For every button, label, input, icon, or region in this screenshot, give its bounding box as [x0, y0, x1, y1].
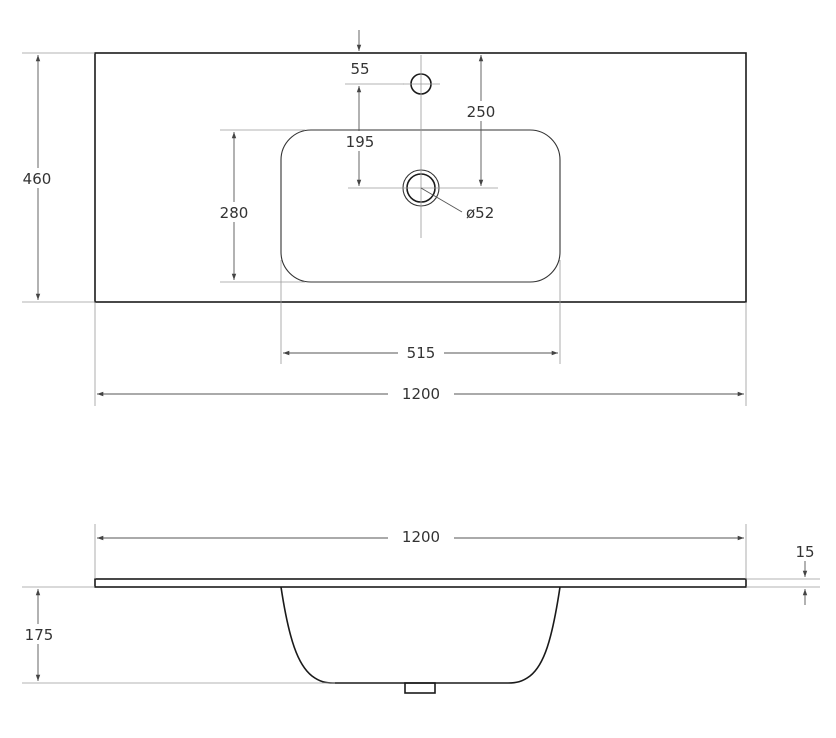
side-label-bg-height — [18, 624, 58, 644]
dim-label-bowl-depth: 280 — [220, 204, 249, 222]
dim-label-width: 1200 — [402, 385, 440, 403]
label-bg-bowl-depth — [214, 202, 254, 222]
top-view: 460 280 55 195 250 ø52 515 1200 — [18, 30, 747, 406]
side-bowl-profile — [280, 586, 561, 684]
side-countertop — [94, 578, 747, 588]
dim-label-drain-offset: 195 — [346, 133, 375, 151]
side-label-bg-width — [388, 527, 454, 547]
label-bg-depth — [18, 168, 58, 188]
bowl-outline — [280, 129, 561, 283]
dim-label-tap-offset: 55 — [350, 60, 369, 78]
side-dim-label-width: 1200 — [402, 528, 440, 546]
side-dim-label-thickness: 15 — [795, 543, 814, 561]
dim-label-bowl-width: 515 — [407, 344, 436, 362]
side-view: 1200 15 175 — [18, 524, 820, 694]
dim-label-drain-diameter: ø52 — [466, 204, 494, 222]
leader-drain-diameter — [420, 187, 463, 213]
label-bg-drain-offset — [342, 131, 378, 151]
side-dim-label-height: 175 — [25, 626, 54, 644]
label-bg-width — [388, 383, 454, 403]
countertop-outline — [94, 52, 747, 303]
dim-label-drain-back: 250 — [467, 103, 496, 121]
dim-label-depth: 460 — [23, 170, 52, 188]
side-drain-stub — [404, 682, 436, 694]
label-bg-drain-back — [462, 101, 502, 121]
label-bg-bowl-width — [398, 342, 444, 362]
